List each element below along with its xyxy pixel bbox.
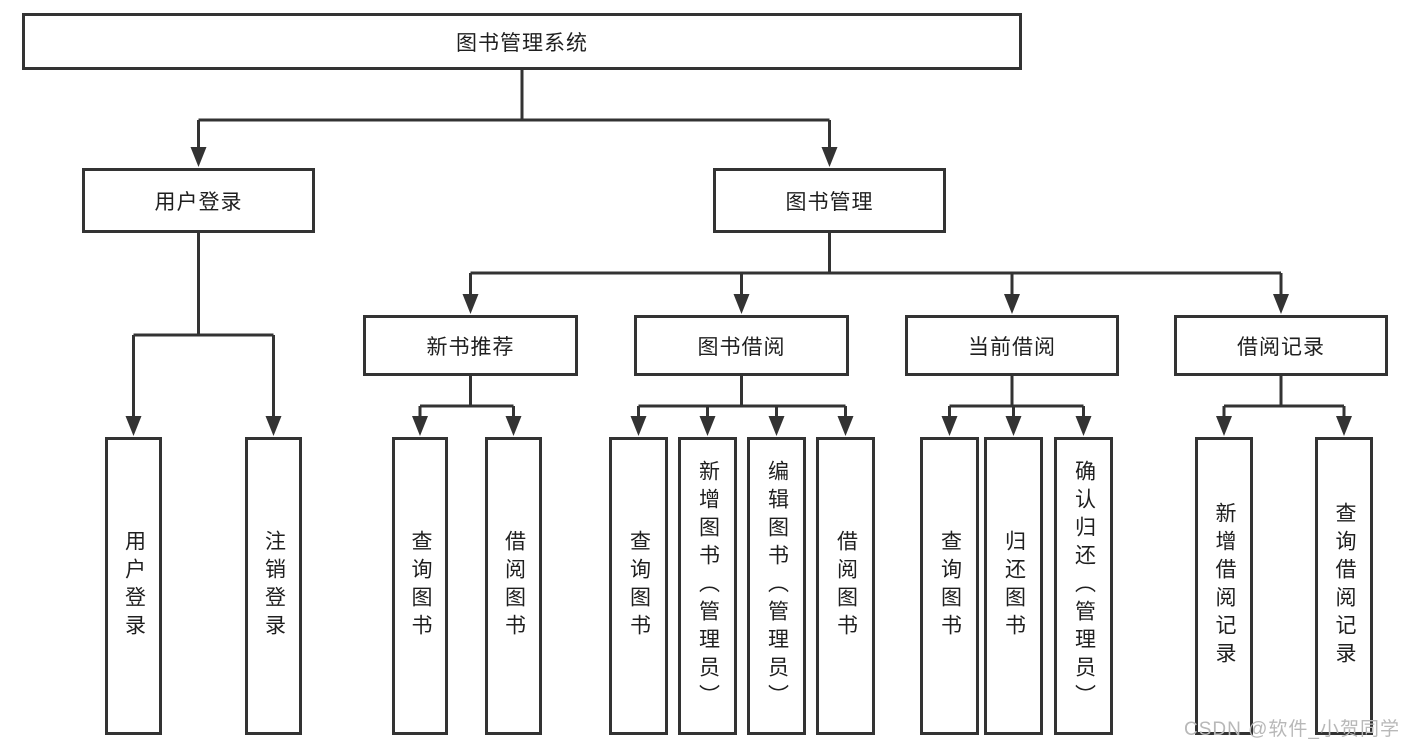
watermark: CSDN @软件_小贺同学 <box>1184 719 1400 740</box>
node-book-management: 图书管理 <box>713 168 946 233</box>
node-borrowing-records: 借阅记录 <box>1174 315 1388 376</box>
leaf-user-login: 用户登录 <box>105 437 162 735</box>
leaf-recommend-borrow-books: 借阅图书 <box>485 437 542 735</box>
node-current-borrowing: 当前借阅 <box>905 315 1119 376</box>
leaf-current-query-books: 查询图书 <box>920 437 979 735</box>
leaf-borrowing-query-books: 查询图书 <box>609 437 668 735</box>
leaf-current-confirm-return-admin: 确认归还（管理员） <box>1054 437 1113 735</box>
leaf-borrowing-edit-books-admin: 编辑图书（管理员） <box>747 437 806 735</box>
leaf-records-add-record: 新增借阅记录 <box>1195 437 1253 735</box>
node-new-book-recommend: 新书推荐 <box>363 315 578 376</box>
connector-lines <box>132 70 1346 420</box>
node-user-login: 用户登录 <box>82 168 315 233</box>
node-library-management-system: 图书管理系统 <box>22 13 1022 70</box>
leaf-logout-login: 注销登录 <box>245 437 302 735</box>
leaf-borrowing-add-books-admin: 新增图书（管理员） <box>678 437 737 735</box>
leaf-recommend-query-books: 查询图书 <box>392 437 448 735</box>
leaf-records-query-record: 查询借阅记录 <box>1315 437 1373 735</box>
leaf-current-return-books: 归还图书 <box>984 437 1043 735</box>
node-book-borrowing: 图书借阅 <box>634 315 849 376</box>
leaf-borrowing-borrow-books: 借阅图书 <box>816 437 875 735</box>
